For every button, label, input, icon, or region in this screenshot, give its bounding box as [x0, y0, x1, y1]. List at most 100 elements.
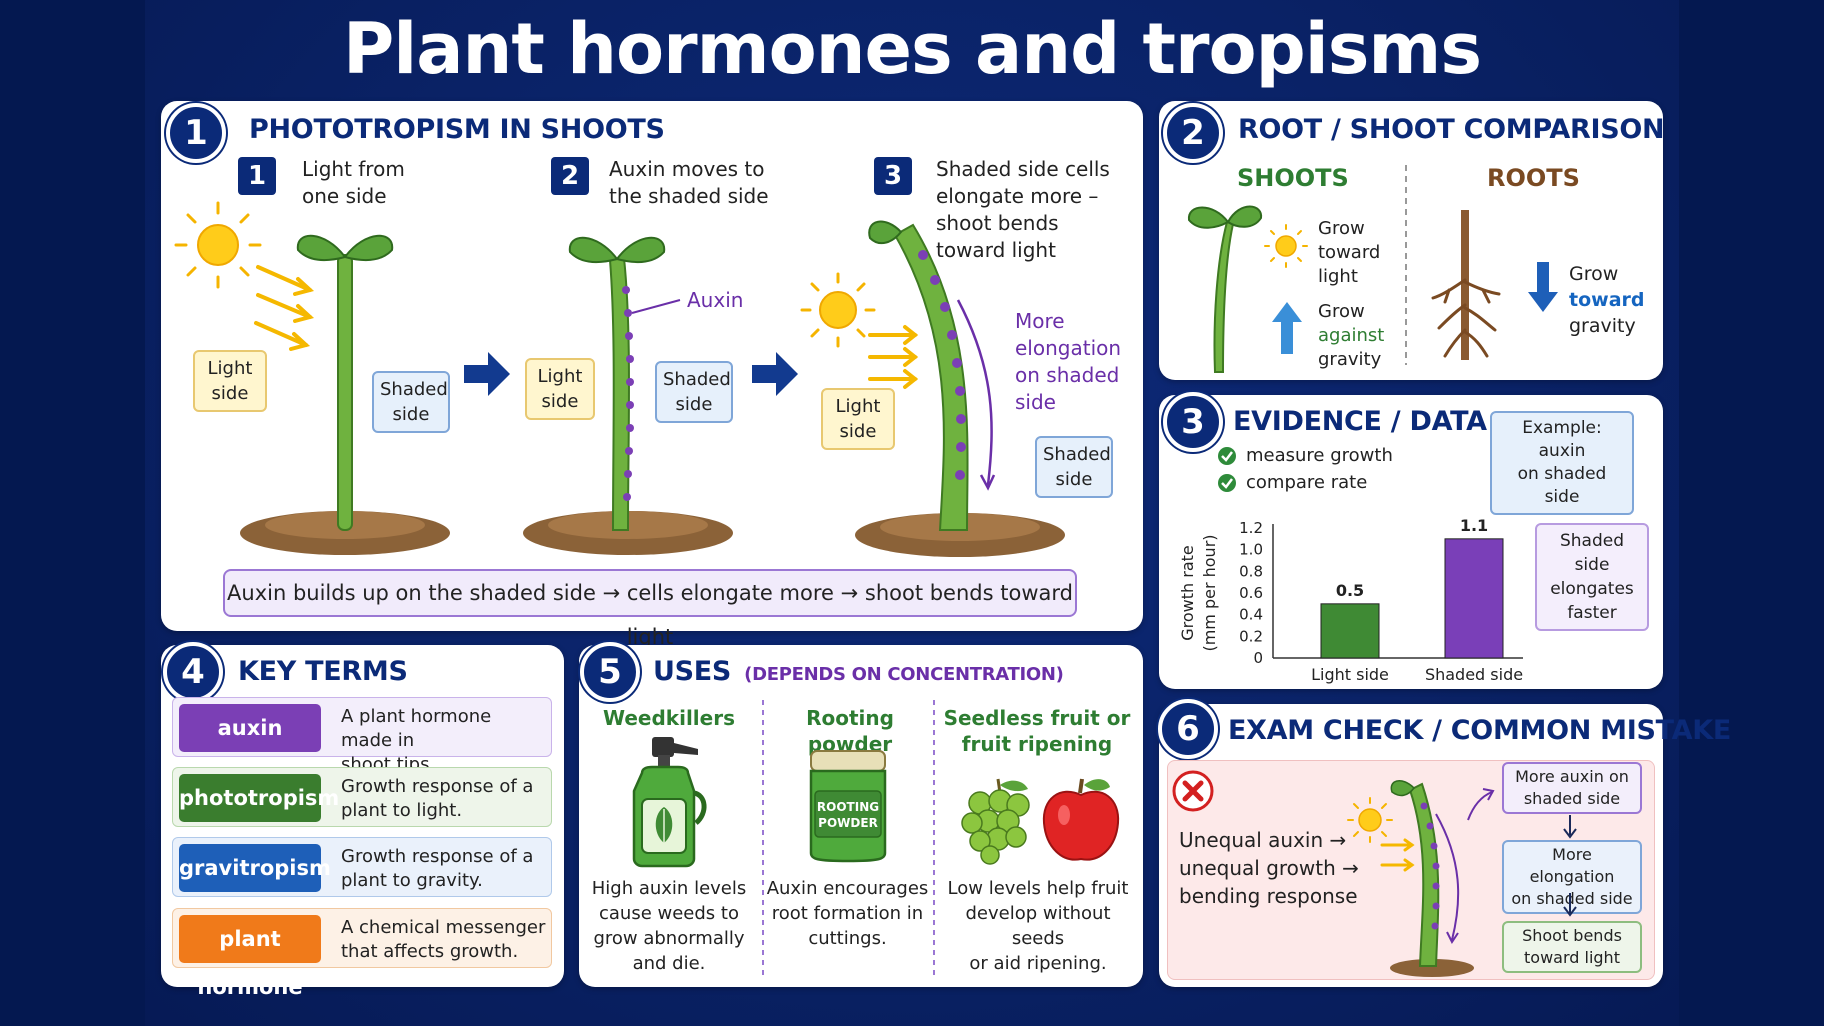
term-chip: auxin: [179, 704, 321, 752]
bending-shoot: [608, 256, 630, 531]
arrow-down-icon: [1563, 815, 1577, 839]
cross-icon: [1172, 770, 1214, 812]
straight-shoot: [337, 254, 353, 531]
panel-number-3: 3: [1163, 392, 1223, 452]
divider-line: [762, 700, 764, 980]
divider-line: [933, 700, 935, 980]
auxin-dots: [918, 250, 966, 480]
shoots-heading: SHOOTS: [1237, 164, 1349, 192]
jar-label-line1: ROOTING: [817, 800, 879, 814]
arrow-down-icon: [1528, 262, 1558, 312]
x-tick-label: Light side: [1311, 665, 1389, 684]
summary-bar: Auxin builds up on the shaded side → cel…: [223, 569, 1077, 649]
jar-label-line2: POWDER: [818, 816, 878, 830]
panel-title-uses: USES (DEPENDS ON CONCENTRATION): [653, 656, 1064, 687]
term-chip: plant hormone: [179, 915, 321, 999]
y-axis-label-line: Growth rate: [1178, 545, 1197, 641]
panel-title-evidence: EVIDENCE / DATA: [1233, 406, 1487, 437]
stage1-illustration: [174, 201, 450, 555]
arrow-up-icon: [1272, 302, 1302, 354]
root-icon: [1431, 210, 1501, 360]
panel-number-5: 5: [580, 642, 640, 702]
data-label: 1.1: [1460, 516, 1488, 535]
panel-root-shoot-comparison: [1159, 101, 1663, 380]
sun-icon: [1347, 797, 1393, 843]
stage3-illustration: [800, 220, 1065, 557]
panel-number-6: 6: [1158, 699, 1218, 759]
elongation-arrow: [956, 299, 993, 486]
bar-2: [1444, 538, 1504, 659]
step-number-3: 3: [874, 157, 912, 195]
bent-shoot: [893, 223, 969, 531]
roots-heading: ROOTS: [1487, 164, 1580, 192]
arrow-right-icon: [752, 352, 798, 396]
term-chip: phototropism: [179, 774, 339, 822]
term-chip: gravitropism: [179, 844, 331, 892]
apple-icon: [1042, 778, 1120, 861]
arrow-down-icon: [1563, 893, 1577, 917]
shoot-seedling-icon: [1187, 205, 1263, 373]
page-title: Plant hormones and tropisms: [342, 8, 1482, 90]
step-number-1: 1: [238, 157, 276, 195]
y-tick-label: 1.0: [1239, 541, 1263, 559]
sun-icon: [800, 272, 876, 348]
panel-number-1: 1: [166, 103, 226, 163]
light-rays-icon: [868, 325, 919, 389]
light-rays-icon: [1380, 838, 1415, 872]
y-tick-label: 0: [1253, 649, 1263, 667]
divider-line: [1405, 165, 1407, 365]
mistake-text: Unequal auxin →unequal growth →bending r…: [1179, 828, 1359, 908]
x-tick-label: Shaded side: [1425, 665, 1523, 684]
check-icon: [1218, 474, 1236, 492]
shoot-gravity-text: Grow against gravity: [1318, 301, 1385, 370]
grapes-icon: [961, 778, 1030, 865]
bar-1: [1320, 603, 1380, 659]
y-tick-label: 0.8: [1239, 562, 1263, 580]
panel-number-4: 4: [163, 642, 223, 702]
leaf-icon: [343, 234, 394, 261]
leaf-icon: [615, 236, 666, 263]
check-item-2: compare rate: [1246, 472, 1368, 493]
data-label: 0.5: [1336, 581, 1364, 600]
panel-title-key-terms: KEY TERMS: [238, 656, 408, 687]
use-heading-weedkillers: Weedkillers: [603, 706, 735, 730]
panel-title-exam-check: EXAM CHECK / COMMON MISTAKE: [1228, 715, 1731, 746]
y-tick-label: 0.6: [1239, 584, 1263, 602]
arrow-right-icon: [464, 352, 510, 396]
sun-icon: [1264, 224, 1308, 268]
check-icon: [1218, 447, 1236, 465]
y-tick-label: 1.2: [1239, 519, 1263, 537]
exam-bent-shoot-illustration: [1347, 780, 1495, 977]
y-axis-label: Growth rate(mm per hour): [1178, 534, 1219, 651]
auxin-pointer-line: [631, 299, 681, 314]
sun-icon: [174, 201, 262, 289]
label-auxin: Auxin: [687, 288, 744, 312]
step-number-2: 2: [551, 157, 589, 195]
rooting-powder-jar-icon: ROOTING POWDER: [809, 750, 887, 863]
stage2-illustration: [523, 236, 733, 555]
light-rays-icon: [254, 265, 315, 351]
uses-subtitle: (DEPENDS ON CONCENTRATION): [744, 664, 1064, 685]
leaf-icon: [568, 236, 619, 263]
root-gravity-text: Grow toward gravity: [1569, 263, 1645, 337]
y-axis-label-line: (mm per hour): [1200, 534, 1219, 651]
